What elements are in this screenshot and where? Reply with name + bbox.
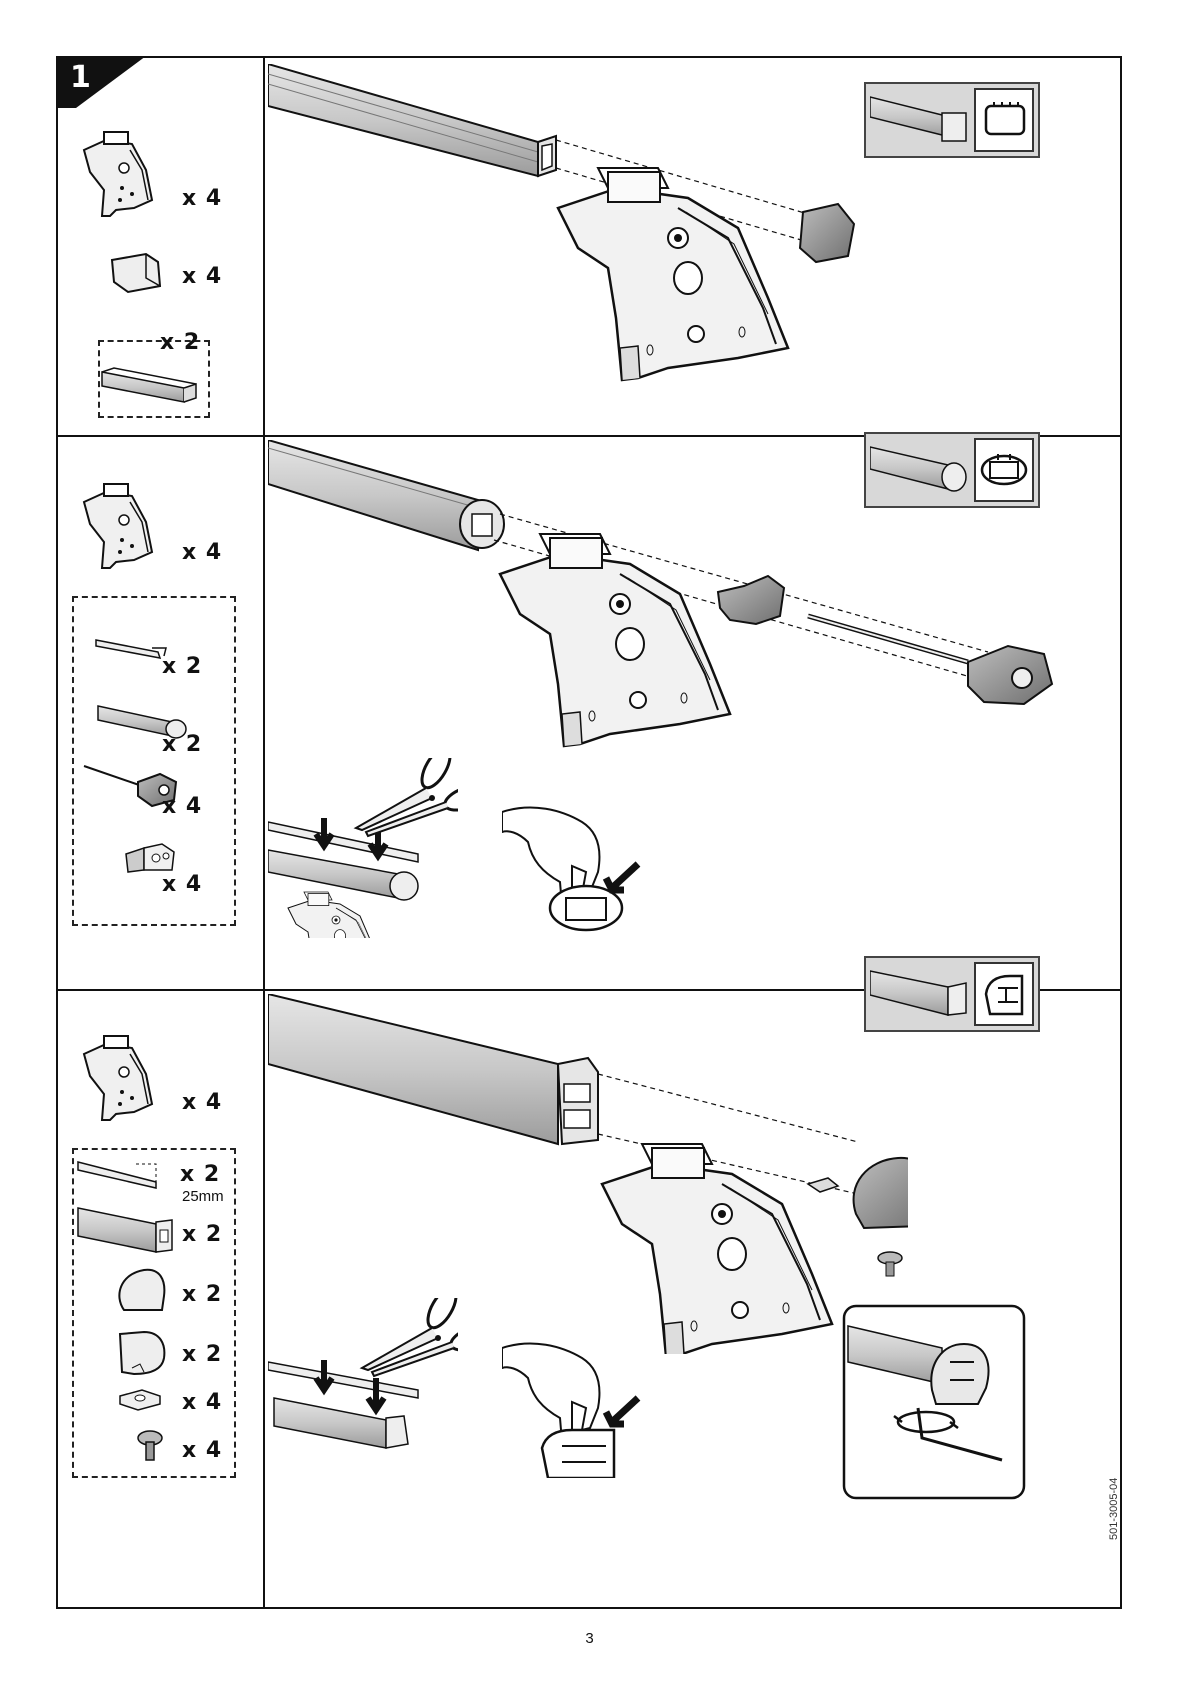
profile-reference-box <box>864 432 1040 508</box>
slot-profile-icon <box>974 962 1034 1026</box>
screw-icon <box>132 1428 172 1468</box>
strip-cutting-illustration <box>268 1298 458 1478</box>
parts-qty: x 4 <box>182 186 222 211</box>
parts-qty: x 2 <box>162 732 202 757</box>
aero-bar-detail <box>870 437 970 505</box>
t-nut-icon <box>116 1384 166 1414</box>
slot-bar-icon <box>76 1204 176 1258</box>
strip-insertion-illustration <box>502 802 662 932</box>
parts-qty: x 4 <box>162 794 202 819</box>
parts-qty: x 2 <box>162 654 202 679</box>
strip-insertion-illustration <box>502 1338 662 1478</box>
page-number: 3 <box>0 1630 1179 1647</box>
step-number: 1 <box>70 60 91 95</box>
square-bar-detail <box>870 87 970 155</box>
parts-qty: x 4 <box>182 1390 222 1415</box>
strip-cutting-illustration <box>268 758 458 938</box>
left-end-cap-icon <box>114 1266 170 1316</box>
document-code: 501-3005-04 <box>1108 1478 1120 1540</box>
parts-qty: x 4 <box>182 540 222 565</box>
parts-qty: x 4 <box>162 872 202 897</box>
parts-qty: x 2 <box>180 1162 220 1187</box>
profile-reference-box <box>864 82 1040 158</box>
instruction-frame: 1 x 4 x 4 x 2 <box>56 56 1122 1609</box>
square-profile-icon <box>974 88 1034 152</box>
parts-size-note: 25mm <box>182 1188 224 1205</box>
rubber-strip-icon <box>76 1158 176 1198</box>
parts-column-divider <box>263 58 265 1607</box>
profile-reference-box <box>864 956 1040 1032</box>
parts-qty: x 2 <box>182 1342 222 1367</box>
aero-profile-icon <box>974 438 1034 502</box>
parts-qty: x 4 <box>182 264 222 289</box>
foot-bracket-icon <box>76 130 166 222</box>
parts-qty: x 2 <box>182 1282 222 1307</box>
right-end-cap-icon <box>114 1328 170 1378</box>
end-cap-detail-callout <box>842 1304 1028 1504</box>
square-bar-assembly <box>268 64 888 424</box>
end-cap-icon <box>106 248 166 298</box>
parts-qty: x 4 <box>182 1090 222 1115</box>
parts-qty: x 2 <box>182 1222 222 1247</box>
parts-qty: x 2 <box>160 330 200 355</box>
square-bar-icon <box>100 358 200 408</box>
foot-bracket-icon <box>76 482 166 574</box>
slot-bar-detail <box>870 961 970 1029</box>
parts-qty: x 4 <box>182 1438 222 1463</box>
step-badge: 1 <box>56 56 146 108</box>
foot-bracket-icon <box>76 1034 166 1126</box>
